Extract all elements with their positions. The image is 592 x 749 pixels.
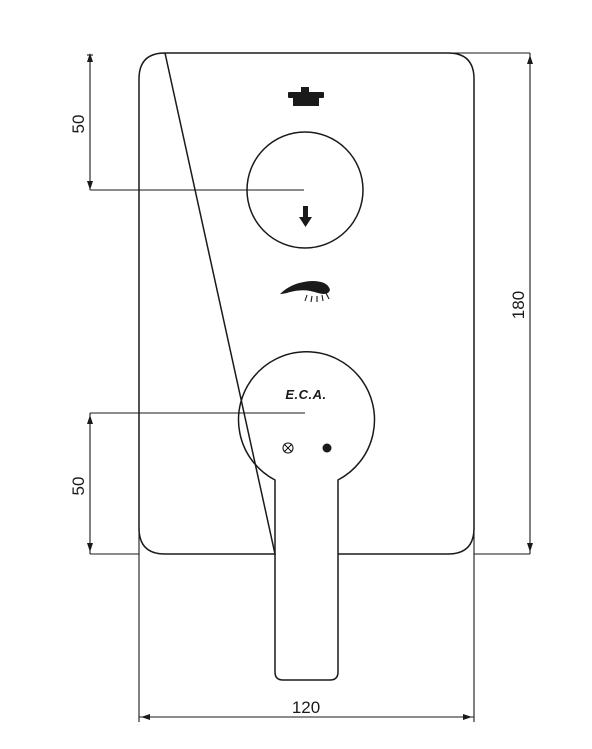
cover-plate (138, 52, 475, 555)
arrow-down-icon (299, 206, 312, 227)
dimension-label-height: 180 (509, 291, 528, 319)
dimension-top-offset (87, 53, 304, 191)
dimension-width (138, 528, 475, 722)
dimension-label-bottom: 50 (69, 477, 88, 496)
dimension-bottom-offset (87, 412, 305, 555)
mixer-handle (237, 351, 376, 681)
hand-shower-icon (280, 281, 330, 303)
overhead-shower-icon (288, 87, 324, 106)
brand-logo: E.C.A. (285, 387, 326, 402)
dimension-height (440, 52, 533, 555)
dimension-label-top: 50 (69, 115, 88, 134)
screw-right (322, 443, 332, 453)
dimension-label-width: 120 (292, 698, 320, 717)
screw-left (282, 442, 294, 454)
